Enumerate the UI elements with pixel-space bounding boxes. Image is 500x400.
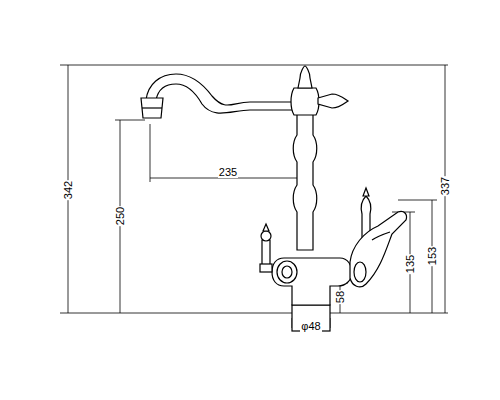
dimension-label: 153 <box>426 246 438 266</box>
dimension-label: 58 <box>334 290 346 304</box>
faucet-body <box>141 66 407 331</box>
dimension-label: 235 <box>218 166 238 178</box>
dimension-label: 250 <box>114 206 126 226</box>
dimension-label: 337 <box>439 176 451 196</box>
dimension-lines <box>60 65 448 328</box>
dimension-label: 135 <box>404 254 416 274</box>
dimension-label: φ48 <box>300 320 321 332</box>
dimension-label: 342 <box>62 180 74 200</box>
